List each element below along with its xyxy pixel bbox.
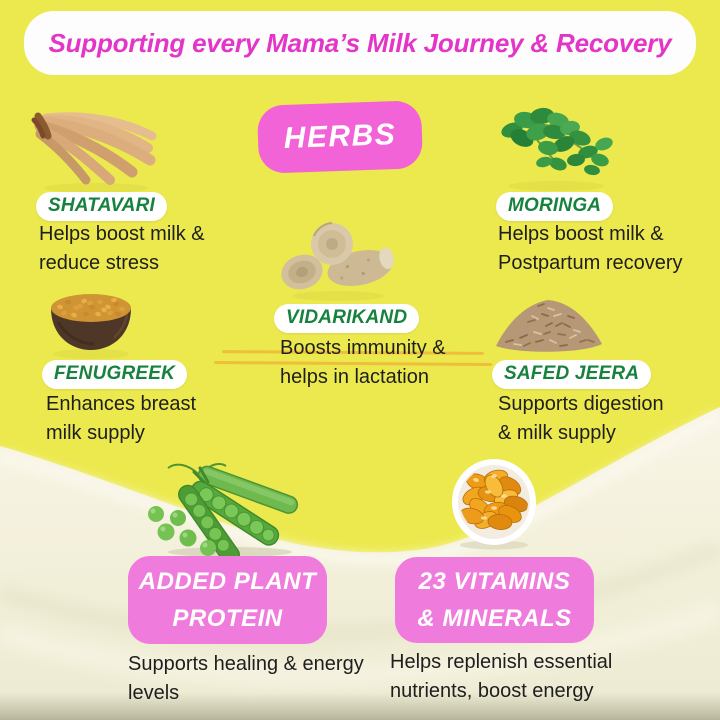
herb-name-safed-jeera: SAFED JEERA — [504, 363, 640, 384]
header-banner: Supporting every Mama’s Milk Journey & R… — [24, 11, 696, 75]
moringa-leaves-group — [501, 107, 613, 176]
benefit-caption-line2: nutrients, boost energy — [390, 680, 594, 702]
cumin-seeds-icon — [496, 300, 602, 352]
fenugreek-seeds-bowl-icon — [51, 294, 131, 359]
herb-name-fenugreek: FENUGREEK — [54, 363, 176, 384]
benefit-label-line2: & MINERALS — [417, 604, 572, 632]
benefit-caption-line2: levels — [128, 682, 180, 704]
herb-desc-line1: Helps boost milk & — [498, 223, 664, 245]
herb-name-pill-moringa: MORINGA — [496, 192, 614, 221]
herb-name-pill-safed-jeera: SAFED JEERA — [492, 360, 652, 389]
herb-desc-line1: Helps boost milk & — [39, 223, 205, 245]
herb-desc-moringa: Helps boost milk & Postpartum recovery — [498, 220, 683, 278]
herb-name-shatavari: SHATAVARI — [48, 195, 155, 216]
herb-desc-line2: & milk supply — [498, 422, 616, 444]
section-badge-herbs: HERBS — [256, 100, 424, 174]
benefit-label-line1: ADDED PLANT — [138, 567, 317, 595]
loose-peas-group — [148, 506, 216, 556]
herb-name-vidarikand: VIDARIKAND — [286, 307, 408, 328]
herb-desc-shatavari: Helps boost milk & reduce stress — [39, 220, 205, 278]
vidarikand-tubers-group — [281, 222, 394, 290]
shatavari-roots-icon — [31, 112, 157, 193]
herb-desc-vidarikand: Boosts immunity & helps in lactation — [280, 334, 446, 392]
benefit-caption-line1: Helps replenish essential — [390, 651, 613, 673]
benefit-caption-plant-protein: Supports healing & energy levels — [128, 650, 364, 708]
herb-name-pill-fenugreek: FENUGREEK — [42, 360, 188, 389]
herb-desc-line2: helps in lactation — [280, 366, 429, 388]
cumin-pile-group — [496, 300, 602, 352]
section-badge-label: HERBS — [283, 118, 397, 155]
herb-desc-line2: reduce stress — [39, 252, 160, 274]
page-title: Supporting every Mama’s Milk Journey & R… — [48, 27, 672, 58]
herb-name-pill-vidarikand: VIDARIKAND — [274, 304, 420, 333]
herb-desc-line1: Boosts immunity & — [280, 337, 446, 359]
fenugreek-seeds-group — [57, 297, 125, 318]
benefit-label-line1: 23 VITAMINS — [418, 567, 571, 595]
benefit-caption-vitamins-minerals: Helps replenish essential nutrients, boo… — [390, 648, 612, 706]
vitamin-capsules-bowl-icon — [452, 459, 536, 550]
fenugreek-bowl-group — [51, 294, 131, 350]
vitamin-bowl-group — [452, 459, 536, 545]
moringa-leaves-icon — [501, 107, 613, 191]
shatavari-roots-group — [31, 112, 157, 185]
herb-desc-fenugreek: Enhances breast milk supply — [46, 390, 196, 448]
herb-name-pill-shatavari: SHATAVARI — [36, 192, 167, 221]
vidarikand-tubers-icon — [281, 222, 394, 301]
herb-desc-line2: milk supply — [46, 422, 145, 444]
herb-desc-safed-jeera: Supports digestion & milk supply — [498, 390, 664, 448]
herb-desc-line1: Enhances breast — [46, 393, 197, 415]
herb-desc-line1: Supports digestion — [498, 393, 664, 415]
green-peas-icon — [148, 463, 299, 558]
herb-name-moringa: MORINGA — [508, 195, 602, 216]
benefit-badge-vitamins-minerals: 23 VITAMINS & MINERALS — [395, 557, 594, 643]
pea-pods-group — [167, 463, 299, 558]
benefit-badge-plant-protein: ADDED PLANT PROTEIN — [128, 556, 327, 644]
benefit-caption-line1: Supports healing & energy — [128, 653, 364, 675]
herb-desc-line2: Postpartum recovery — [498, 252, 683, 274]
benefit-label-line2: PROTEIN — [172, 604, 283, 632]
